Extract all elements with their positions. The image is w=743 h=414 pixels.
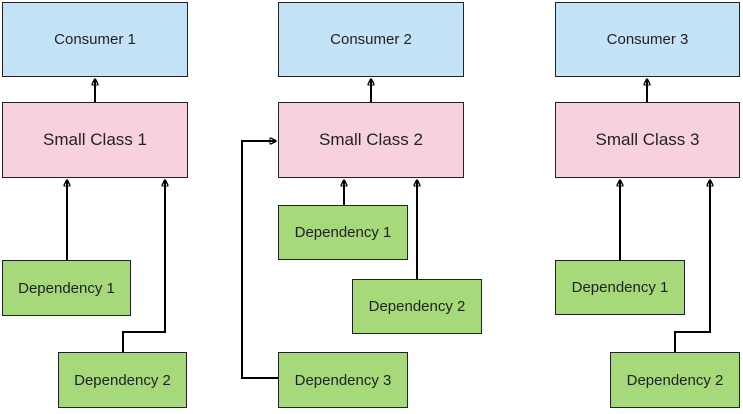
col3-dependency-2-label: Dependency 2 [626,371,724,389]
col2-dependency-1-label: Dependency 1 [294,224,392,241]
col1-dependency-2-label: Dependency 2 [74,371,171,389]
consumer-2-box: Consumer 2 [278,2,464,77]
small-class-1-box: Small Class 1 [2,102,188,178]
col1-dependency-2-box: Dependency 2 [58,352,187,408]
small-class-2-label: Small Class 2 [319,130,423,149]
col3-dependency-1-label: Dependency 1 [571,279,669,296]
col2-dependency-3-label: Dependency 3 [294,371,392,389]
small-class-1-label: Small Class 1 [43,130,147,149]
consumer-2-label: Consumer 2 [330,31,412,48]
small-class-3-box: Small Class 3 [555,102,740,178]
col1-dependency-1-label: Dependency 1 [18,279,115,297]
consumer-1-label: Consumer 1 [54,31,136,48]
col2-dependency-2-box: Dependency 2 [352,279,482,334]
col2-dependency-2-label: Dependency 2 [368,298,466,315]
col1-dependency-1-box: Dependency 1 [2,260,131,316]
arrow-col2-dependency-3-to-small-class-2 [241,141,278,379]
consumer-3-label: Consumer 3 [606,31,689,48]
consumer-3-box: Consumer 3 [555,2,740,77]
col2-dependency-1-box: Dependency 1 [278,205,408,260]
small-class-3-label: Small Class 3 [595,130,700,149]
small-class-2-box: Small Class 2 [278,102,464,178]
col3-dependency-2-box: Dependency 2 [610,352,740,408]
col3-dependency-1-box: Dependency 1 [555,260,685,315]
consumer-1-box: Consumer 1 [2,2,188,77]
col2-dependency-3-box: Dependency 3 [278,352,408,408]
